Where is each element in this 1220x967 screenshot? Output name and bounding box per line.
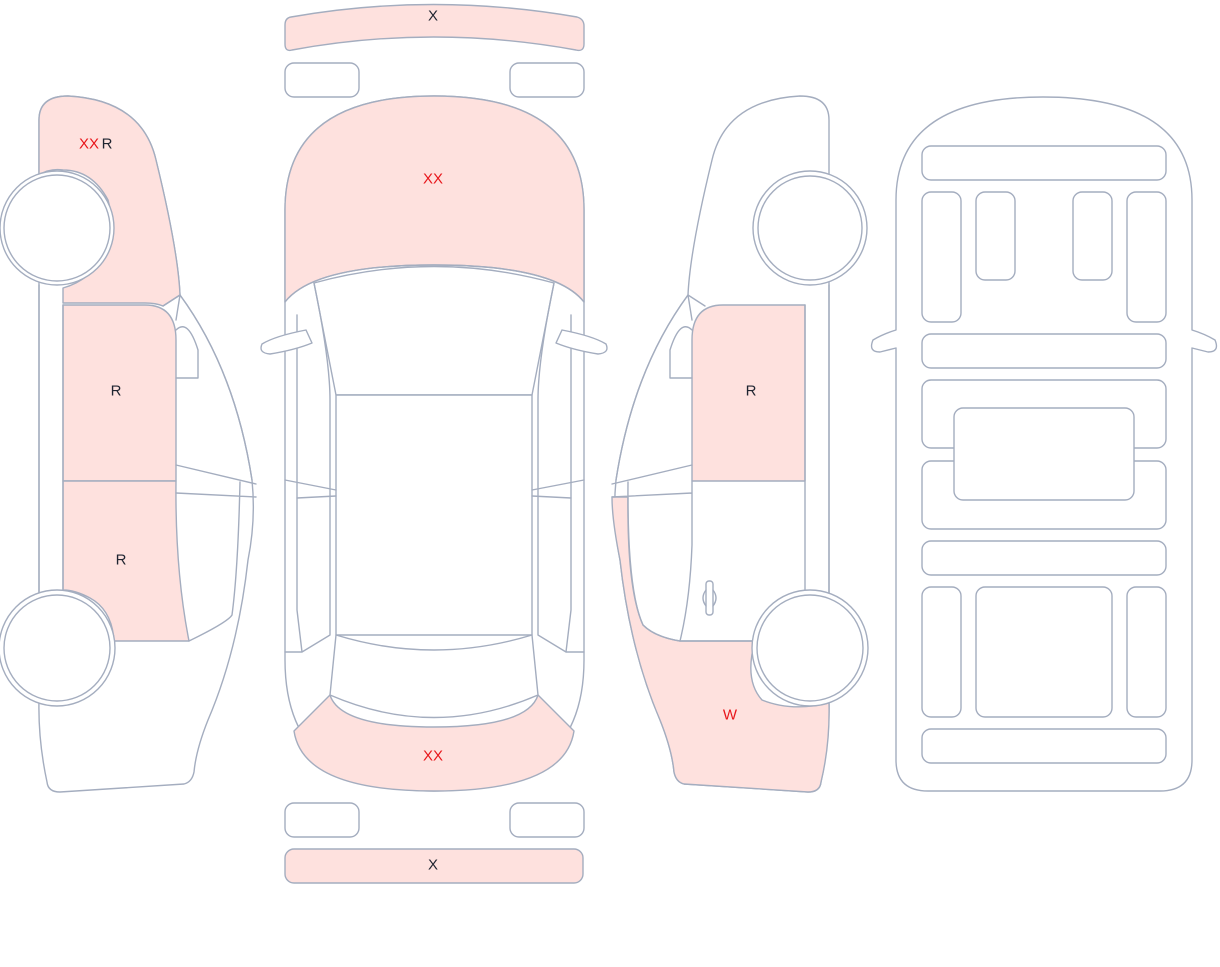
rear-crossmember (921, 540, 1167, 576)
front-right-pillar (1126, 191, 1167, 323)
right-mirror-side (687, 294, 706, 307)
right-rear-wheel (756, 594, 864, 702)
left-front-fender-mark-1: XX (79, 136, 99, 153)
rear-floor-pan (975, 586, 1113, 718)
right-front-door-panel[interactable] (691, 304, 806, 482)
left-door-split (284, 479, 337, 499)
left-front-wheel (3, 174, 111, 282)
front-right-seat (1072, 191, 1113, 281)
rear-right-tire-top (509, 802, 585, 838)
rear-left-rail (921, 586, 962, 718)
left-front-door-panel[interactable] (62, 304, 177, 482)
roof-panel (335, 394, 533, 636)
rear-bumper-panel[interactable] (284, 848, 584, 884)
top-view (260, 3, 608, 884)
rear-panel (921, 728, 1167, 764)
rear-right-rail (1126, 586, 1167, 718)
tunnel-panel (953, 407, 1135, 501)
damage-labels: X XX XX X XX R R R R W (79, 8, 757, 874)
right-mirror-top (555, 329, 608, 355)
hood-mark: XX (423, 171, 443, 188)
trunk-panel[interactable] (293, 694, 575, 792)
dash-panel (921, 145, 1167, 181)
rear-bumper-mark: X (428, 857, 438, 874)
front-left-pillar (921, 191, 962, 323)
right-front-wheel (757, 175, 863, 281)
left-mirror-side (162, 294, 181, 307)
right-rocker (804, 284, 830, 596)
left-rocker (38, 284, 64, 596)
front-crossmember (921, 333, 1167, 369)
right-side-view (611, 95, 869, 793)
trunk-mark: XX (423, 748, 443, 765)
left-mirror-top (260, 329, 313, 355)
windshield (313, 265, 555, 396)
left-side-view (0, 95, 257, 793)
left-front-fender-mark-2: R (102, 136, 113, 153)
front-left-seat (975, 191, 1016, 281)
right-body-line (537, 282, 585, 653)
right-door-handle-arc (702, 589, 717, 607)
front-right-tire-top (509, 62, 585, 98)
right-front-door-mark: R (746, 383, 757, 400)
right-door-split (531, 479, 585, 499)
left-window-frame (175, 294, 257, 642)
right-window-frame (611, 294, 756, 642)
rear-left-tire-top (284, 802, 360, 838)
left-front-door-mark: R (111, 383, 122, 400)
underbody-view (870, 96, 1218, 792)
front-bumper-panel[interactable] (284, 3, 585, 52)
left-rear-wheel (3, 594, 111, 702)
left-body-line (284, 282, 331, 653)
left-rear-door-mark: R (116, 552, 127, 569)
front-left-tire-top (284, 62, 360, 98)
right-rear-quarter-mark: W (723, 707, 738, 724)
windshield-edge (284, 264, 585, 303)
front-bumper-mark: X (428, 8, 438, 25)
right-door-handle (705, 580, 714, 616)
left-front-fender-panel[interactable] (38, 95, 181, 307)
